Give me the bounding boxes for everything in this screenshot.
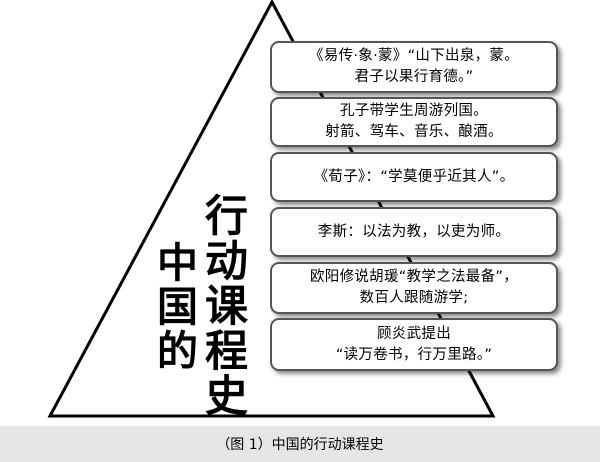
box-line: 孔子带学生周游列国。 (340, 103, 488, 119)
history-box-ouyangxiu: 欧阳修说胡瑗“教学之法最备”， 数百人跟随游学; (270, 262, 558, 314)
box-line: “读万卷书，行万里路。” (335, 346, 493, 363)
box-line: 数百人跟随游学; (359, 290, 469, 306)
title-char: 史 (205, 372, 248, 422)
history-box-yizhuan: 《易传·象·蒙》“山下出泉，蒙。 君子以果行育德。” (270, 41, 558, 93)
box-line: 欧阳修说胡瑗“教学之法最备”， (309, 269, 519, 285)
box-line: 射箭、驾车、音乐、酿酒。 (325, 124, 503, 140)
title-char: 国 (157, 283, 198, 331)
title-char: 课 (205, 282, 248, 332)
box-line: 李斯：以法为教，以吏为师。 (317, 223, 511, 240)
title-char: 的 (157, 327, 198, 375)
box-line: 顾炎武提出 (377, 325, 451, 342)
title-char: 中 (157, 239, 198, 287)
caption-text: （图 1）中国的行动课程史 (216, 437, 384, 453)
title-char: 程 (205, 327, 248, 377)
box-line: 《易传·象·蒙》“山下出泉，蒙。 (308, 48, 520, 64)
title-char: 行 (205, 192, 248, 242)
title-char: 动 (205, 237, 248, 287)
title-column-right: 行 动 课 程 史 (205, 196, 248, 421)
box-line: 君子以果行育德。” (354, 69, 474, 85)
history-box-confucius: 孔子带学生周游列国。 射箭、驾车、音乐、酿酒。 (270, 97, 558, 147)
figure-caption: （图 1）中国的行动课程史 (0, 426, 600, 462)
history-box-xunzi: 《荀子》：“学莫便乎近其人”。 (270, 152, 558, 202)
box-line: 《荀子》：“学莫便乎近其人”。 (313, 168, 515, 185)
title-column-left: 中 国 的 (157, 243, 198, 375)
history-box-guyanwu: 顾炎武提出 “读万卷书，行万里路。” (270, 318, 558, 371)
history-box-lisi: 李斯：以法为教，以吏为师。 (270, 207, 558, 257)
diagram-canvas: 行 动 课 程 史 中 国 的 《易传·象·蒙》“山下出泉，蒙。 君子以果行育德… (47, 0, 558, 421)
